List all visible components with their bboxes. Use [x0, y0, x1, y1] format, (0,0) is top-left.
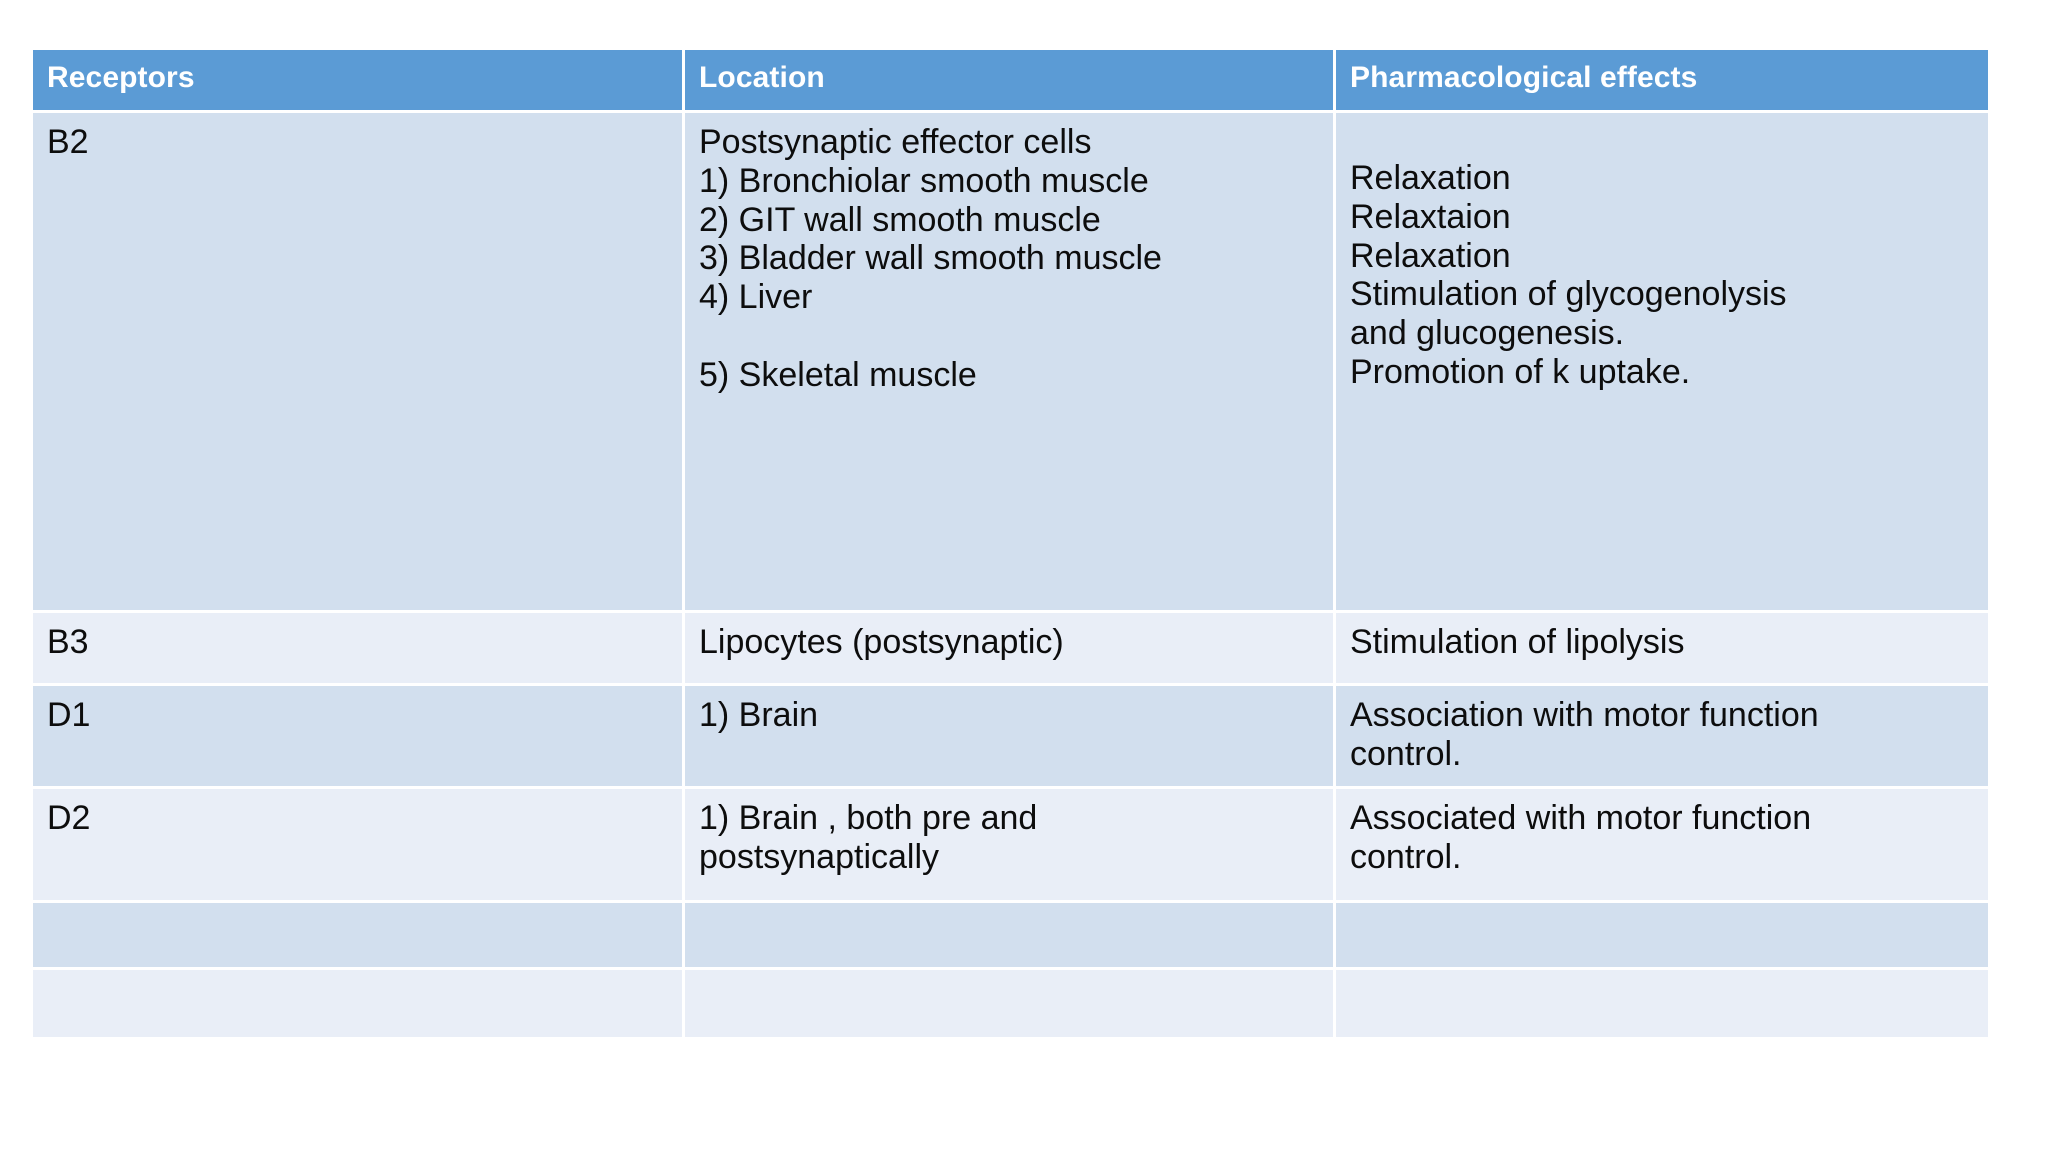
cell-receptor-b2: B2: [33, 113, 685, 613]
receptors-table-container: Receptors Location Pharmacological effec…: [33, 50, 1988, 1040]
cell-effects-b2: Relaxation Relaxtaion Relaxation Stimula…: [1336, 113, 1988, 613]
table-body: B2 Postsynaptic effector cells 1) Bronch…: [33, 113, 1988, 1040]
cell-receptor-blank-1: [33, 903, 685, 970]
cell-location-d2: 1) Brain , both pre and postsynaptically: [685, 789, 1336, 903]
table-header: Receptors Location Pharmacological effec…: [33, 50, 1988, 113]
table-row: D1 1) Brain Association with motor funct…: [33, 686, 1988, 789]
table-row: B3 Lipocytes (postsynaptic) Stimulation …: [33, 613, 1988, 686]
cell-location-blank-2: [685, 970, 1336, 1040]
cell-receptor-blank-2: [33, 970, 685, 1040]
table-row: [33, 970, 1988, 1040]
cell-location-b2: Postsynaptic effector cells 1) Bronchiol…: [685, 113, 1336, 613]
cell-receptor-d1: D1: [33, 686, 685, 789]
cell-location-d1: 1) Brain: [685, 686, 1336, 789]
cell-location-blank-1: [685, 903, 1336, 970]
table-row: B2 Postsynaptic effector cells 1) Bronch…: [33, 113, 1988, 613]
receptors-table: Receptors Location Pharmacological effec…: [33, 50, 1988, 1040]
cell-receptor-b3: B3: [33, 613, 685, 686]
cell-location-b3: Lipocytes (postsynaptic): [685, 613, 1336, 686]
table-row: D2 1) Brain , both pre and postsynaptica…: [33, 789, 1988, 903]
column-header-receptors: Receptors: [33, 50, 685, 113]
column-header-pharmacological-effects: Pharmacological effects: [1336, 50, 1988, 113]
header-row: Receptors Location Pharmacological effec…: [33, 50, 1988, 113]
cell-effects-blank-1: [1336, 903, 1988, 970]
cell-effects-d1: Association with motor function control.: [1336, 686, 1988, 789]
table-row: [33, 903, 1988, 970]
cell-effects-blank-2: [1336, 970, 1988, 1040]
cell-effects-b3: Stimulation of lipolysis: [1336, 613, 1988, 686]
cell-effects-d2: Associated with motor function control.: [1336, 789, 1988, 903]
cell-receptor-d2: D2: [33, 789, 685, 903]
column-header-location: Location: [685, 50, 1336, 113]
